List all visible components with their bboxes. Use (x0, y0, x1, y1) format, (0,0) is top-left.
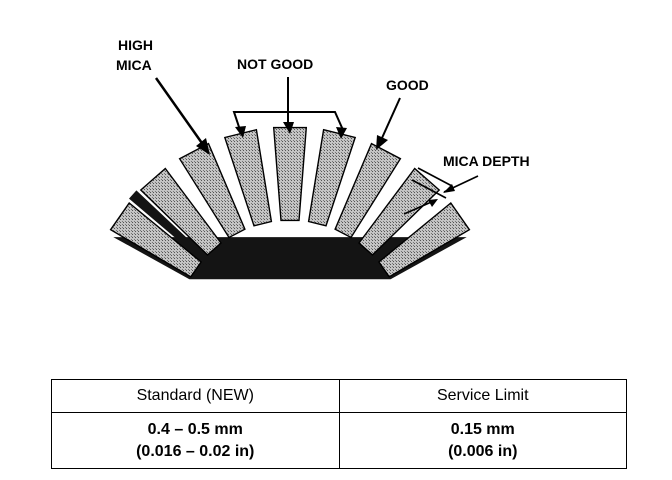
commutator-segment (334, 142, 402, 239)
high-mica-label-line1: HIGH (118, 37, 153, 53)
header-service-limit: Service Limit (338, 379, 627, 413)
commutator-segment (307, 128, 357, 227)
commutator-segment (223, 128, 273, 227)
service-limit-metric: 0.15 mm (450, 420, 515, 438)
high-mica-strip (129, 190, 207, 261)
high-mica-arrow (154, 77, 210, 155)
commutator-segment (139, 167, 222, 256)
standard-metric: 0.4 – 0.5 mm (147, 420, 243, 438)
service-limit-value-cell: 0.15 mm (0.006 in) (338, 412, 627, 469)
commutator-diagram: HIGH MICA NOT GOOD GOOD MICA DEPTH (109, 37, 530, 280)
spec-table-header-row: Standard (NEW) Service Limit (51, 379, 627, 413)
commutator-segments (109, 126, 471, 280)
high-mica-label-line2: MICA (116, 57, 152, 73)
commutator-segment (272, 126, 308, 222)
not-good-arrowheads (235, 122, 347, 139)
commutator-segment (358, 167, 441, 256)
good-label: GOOD (386, 77, 429, 93)
not-good-label: NOT GOOD (237, 56, 313, 72)
header-standard: Standard (NEW) (51, 379, 340, 413)
commutator-segment (109, 201, 203, 278)
commutator-segment (377, 201, 471, 278)
not-good-bracket (232, 77, 344, 131)
standard-imperial: (0.016 – 0.02 in) (136, 442, 255, 460)
standard-value-cell: 0.4 – 0.5 mm (0.016 – 0.02 in) (51, 412, 340, 469)
spec-table: Standard (NEW) Service Limit 0.4 – 0.5 m… (51, 379, 627, 469)
service-limit-imperial: (0.006 in) (448, 442, 518, 460)
good-arrow (376, 97, 401, 150)
table-row: 0.4 – 0.5 mm (0.016 – 0.02 in) 0.15 mm (… (51, 412, 627, 469)
mica-depth-arrowheads (428, 184, 455, 207)
commutator-segment (178, 142, 246, 239)
mica-depth-label: MICA DEPTH (443, 153, 530, 169)
